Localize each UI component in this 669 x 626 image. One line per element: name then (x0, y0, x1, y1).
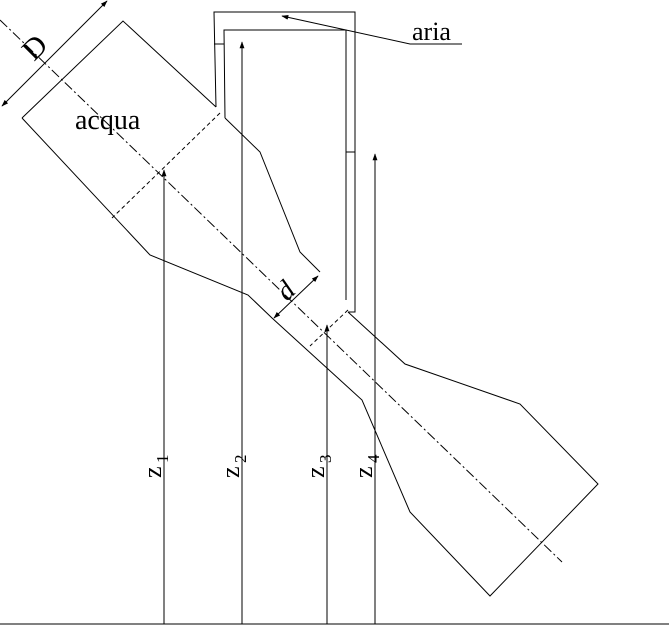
svg-text:z: z (349, 466, 378, 478)
big-diameter-label: D (16, 28, 55, 67)
small-diameter-dimension (273, 275, 319, 319)
z1-label: z 1 (138, 455, 172, 479)
water-label: acqua (75, 105, 141, 136)
svg-text:z: z (138, 466, 167, 478)
svg-text:4: 4 (364, 454, 383, 463)
svg-text:1: 1 (153, 455, 172, 464)
small-diameter-label: d (270, 274, 303, 307)
svg-text:z: z (301, 466, 330, 478)
pipe-upper-wall (21, 20, 217, 119)
air-label: aria (412, 17, 451, 46)
svg-text:2: 2 (231, 455, 250, 464)
z3-label: z 3 (301, 455, 335, 479)
pipe-centerline (0, 19, 563, 563)
contraction-inner-wall (224, 117, 321, 273)
section-3-line (309, 309, 349, 347)
pipe-lower-wall (21, 117, 599, 597)
svg-text:z: z (216, 466, 245, 478)
z4-label: z 4 (349, 454, 383, 478)
manometer-outer-wall (213, 11, 356, 313)
big-diameter-dimension (1, 0, 108, 107)
manometer-inner-wall (223, 29, 347, 300)
svg-text:3: 3 (316, 455, 335, 464)
z2-label: z 2 (216, 455, 250, 479)
